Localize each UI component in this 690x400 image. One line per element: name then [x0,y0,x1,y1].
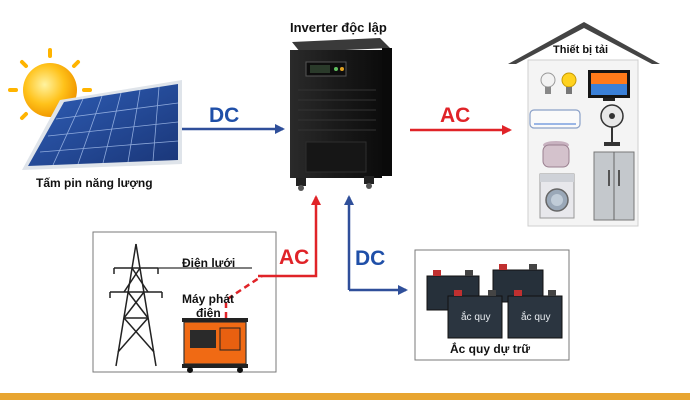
rice-cooker-icon [542,141,570,168]
ac-label-grid: AC [279,246,310,269]
ac-arrow-grid-to-inverter [258,195,321,278]
light-bulb-icon [540,72,577,94]
battery-label: Ắc quy dự trữ [450,342,531,356]
inverter-label: Inverter độc lập [290,20,387,35]
battery-face-text-front-right: ắc quy [521,312,551,323]
loads-label: Thiết bị tải [553,44,608,56]
solar-panel-icon [22,80,182,170]
washing-machine-icon [539,173,575,219]
generator-label-line2: điện [196,306,221,320]
generator-dashed-line [224,274,263,318]
dc-label-solar: DC [209,104,240,127]
solar-panel-label: Tấm pin năng lượng [36,176,153,190]
ac-label-loads: AC [440,104,471,127]
dc-label-battery: DC [355,247,386,270]
air-conditioner-icon [529,109,581,129]
battery-face-text-front-left: ắc quy [461,312,491,323]
television-icon [588,70,630,101]
generator-label-line1: Máy phát [182,292,235,306]
fan-icon [600,104,624,146]
generator-icon [182,318,248,373]
battery-icon [426,264,563,339]
bottom-accent-strip [0,393,690,400]
grid-label: Điện lưới [182,256,236,270]
inverter-icon [290,38,392,191]
transmission-tower-icon [109,243,163,367]
refrigerator-icon [593,151,635,221]
